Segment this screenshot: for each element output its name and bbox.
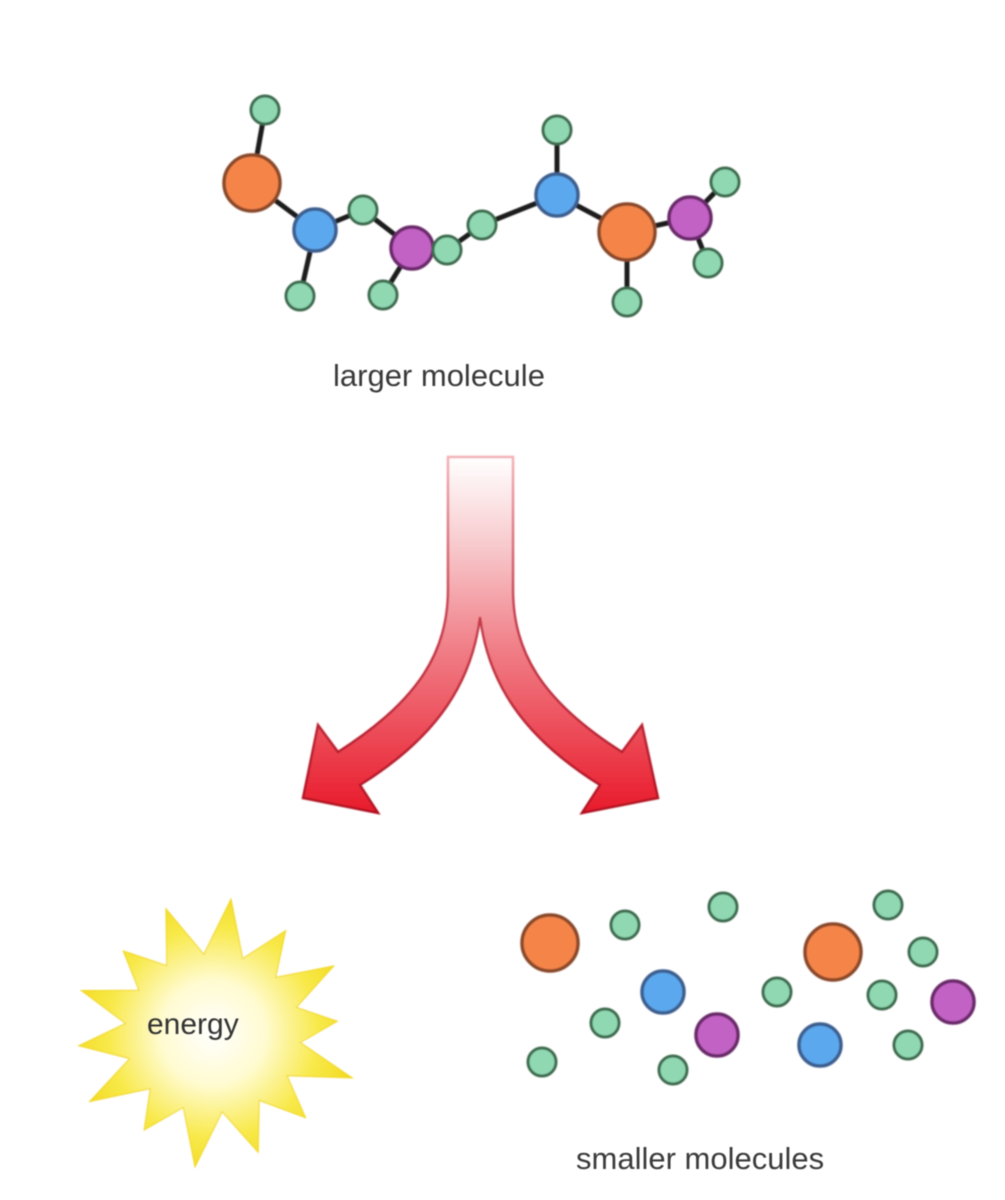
orange-atom-icon bbox=[803, 922, 863, 982]
larger-molecule-label: larger molecule bbox=[333, 358, 545, 393]
green-atom-icon bbox=[526, 1046, 558, 1078]
purple-atom-icon bbox=[389, 225, 435, 271]
smaller-molecules-label: smaller molecules bbox=[576, 1141, 825, 1176]
energy-label: energy bbox=[147, 1008, 239, 1041]
energy-starburst bbox=[77, 897, 355, 1169]
green-atom-icon bbox=[249, 94, 281, 126]
green-atom-icon bbox=[611, 286, 643, 318]
blue-atom-icon bbox=[797, 1022, 843, 1068]
splitting-arrow bbox=[301, 455, 660, 815]
green-atom-icon bbox=[709, 166, 741, 198]
green-atom-icon bbox=[892, 1029, 924, 1061]
green-atom-icon bbox=[347, 194, 379, 226]
orange-atom-icon bbox=[520, 913, 580, 973]
green-atom-icon bbox=[466, 209, 498, 241]
green-atom-icon bbox=[284, 280, 316, 312]
blue-atom-icon bbox=[534, 172, 580, 218]
smaller-molecules bbox=[520, 889, 976, 1086]
green-atom-icon bbox=[761, 976, 793, 1008]
molecule-bonds bbox=[249, 109, 727, 302]
green-atom-icon bbox=[872, 889, 904, 921]
orange-atom-icon bbox=[597, 202, 657, 262]
green-atom-icon bbox=[589, 1007, 621, 1039]
purple-atom-icon bbox=[667, 195, 713, 241]
green-atom-icon bbox=[692, 247, 724, 279]
green-atom-icon bbox=[541, 114, 573, 146]
green-atom-icon bbox=[609, 909, 641, 941]
molecule-atoms bbox=[222, 94, 741, 318]
purple-atom-icon bbox=[694, 1012, 740, 1058]
green-atom-icon bbox=[431, 234, 463, 266]
green-atom-icon bbox=[367, 279, 399, 311]
blue-atom-icon bbox=[292, 207, 338, 253]
purple-atom-icon bbox=[930, 979, 976, 1025]
starburst-icon bbox=[77, 897, 355, 1169]
green-atom-icon bbox=[707, 891, 739, 923]
larger-molecule bbox=[222, 94, 741, 318]
split-arrow-shape bbox=[301, 455, 660, 815]
green-atom-icon bbox=[657, 1054, 689, 1086]
green-atom-icon bbox=[907, 936, 939, 968]
blue-atom-icon bbox=[640, 969, 686, 1015]
green-atom-icon bbox=[866, 979, 898, 1011]
orange-atom-icon bbox=[222, 153, 282, 213]
